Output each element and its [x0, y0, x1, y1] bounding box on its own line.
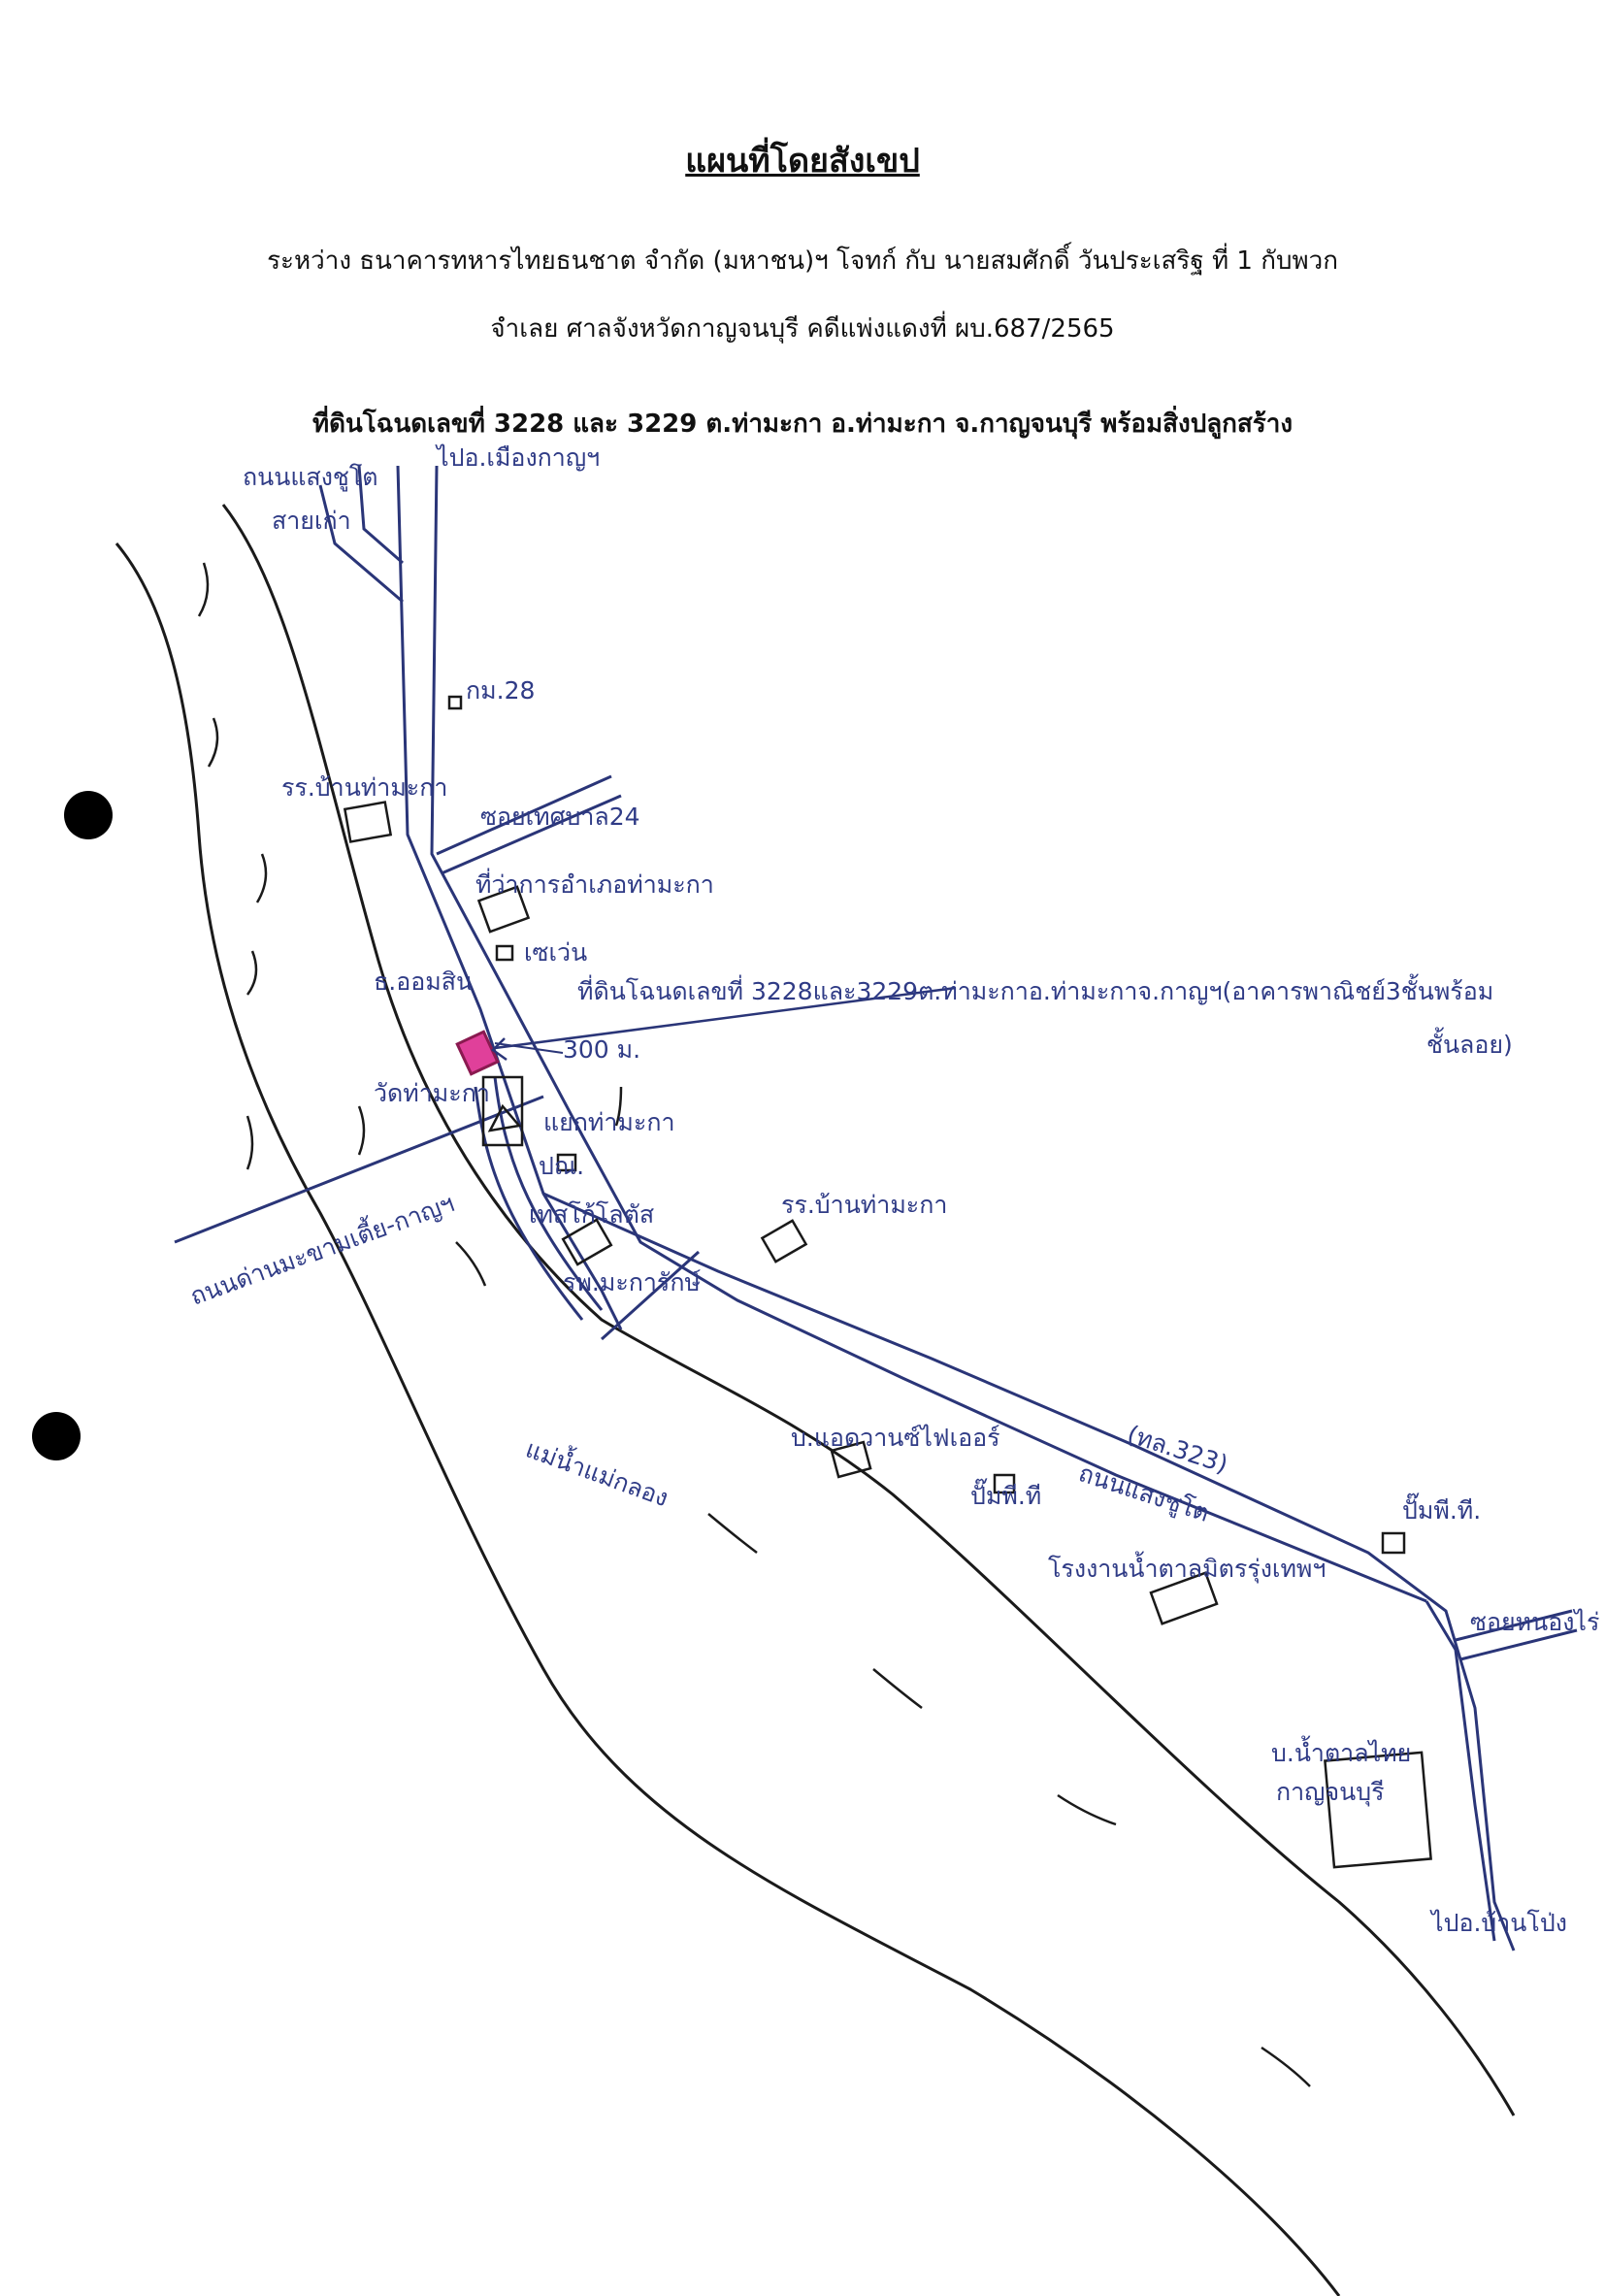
punch-hole-top [64, 791, 113, 839]
label-to-banpong: ไปอ.บ้านโป่ง [1429, 1909, 1567, 1937]
river-east-bank [221, 504, 1516, 2116]
label-seven: เซเว่น [524, 938, 587, 967]
land-title-line: ที่ดินโฉนดเลขที่ 3228 และ 3229 ต.ท่ามะกา… [311, 410, 1294, 439]
label-old-road-2: สายเก่า [272, 507, 351, 535]
map-title: แผนที่โดยสังเขป [685, 142, 920, 180]
label-village-power: บ.แอดวานซ์ไฟเออร์ [791, 1424, 1000, 1452]
label-school-2: รร.บ้านท่ามะกา [781, 1191, 947, 1219]
label-district-office: ที่ว่าการอำเภอท่ามะกา [475, 868, 714, 899]
target-parcel [455, 1030, 500, 1076]
label-river: แม่น้ำแม่กลอง [522, 1431, 673, 1513]
main-road-west-edge [396, 465, 623, 1330]
label-sugar-factory: โรงงานน้ำตาลมิตรรุ่งเทพฯ [1048, 1551, 1326, 1584]
case-parties-line: ระหว่าง ธนาคารทหารไทยธนชาต จำกัด (มหาชน)… [267, 246, 1338, 276]
label-school-1: รร.บ้านท่ามะกา [281, 773, 447, 802]
label-junction: แยกท่ามะกา [543, 1108, 675, 1136]
label-to-city: ไปอ.เมืองกาญฯ [435, 443, 600, 472]
label-bank: ธ.ออมสิน [374, 968, 473, 996]
label-km28: กม.28 [466, 676, 535, 705]
river-west-bank [115, 542, 1341, 2296]
main-road-south-edge [542, 1192, 1516, 1952]
label-route: (ทล.323) [1124, 1420, 1231, 1479]
parcel-arrow [494, 986, 957, 1050]
label-road-left: ถนนด่านมะขามเตี้ย-กาญฯ [185, 1185, 458, 1310]
label-thai-sugar-2: กาญจนบุรี [1276, 1778, 1385, 1807]
label-parcel-2: ชั้นลอย) [1426, 1027, 1513, 1059]
label-hospital: รพ.มะการักษ์ [563, 1268, 702, 1296]
punch-hole-bottom [32, 1412, 81, 1460]
label-old-road-1: ถนนแสงชูโต [243, 463, 378, 492]
label-soi-24: ซอยเทศบาล24 [480, 803, 640, 831]
label-pump-2: ปั๊มพี.ที. [1402, 1492, 1481, 1525]
label-post: ปณ. [539, 1152, 584, 1180]
label-distance: 300 ม. [563, 1035, 640, 1064]
main-road-east-edge [430, 465, 1427, 1603]
case-number-line: จำเลย ศาลจังหวัดกาญจนบุรี คดีแพ่งแดงที่ … [490, 314, 1115, 344]
label-road-main: ถนนแสงชูโต [1075, 1459, 1213, 1528]
label-soi-nong: ซอยหนองไร่ [1470, 1608, 1599, 1636]
label-tesco: เทสโก้โลตัส [529, 1200, 654, 1229]
label-parcel: ที่ดินโฉนดเลขที่ 3228และ3229ต.ท่ามะกาอ.ท… [577, 973, 1493, 1005]
label-thai-sugar-1: บ.น้ำตาลไทย [1271, 1735, 1411, 1767]
label-pump-1: ปั๊มพี.ที [970, 1478, 1041, 1510]
label-temple: วัดท่ามะกา [374, 1079, 490, 1107]
